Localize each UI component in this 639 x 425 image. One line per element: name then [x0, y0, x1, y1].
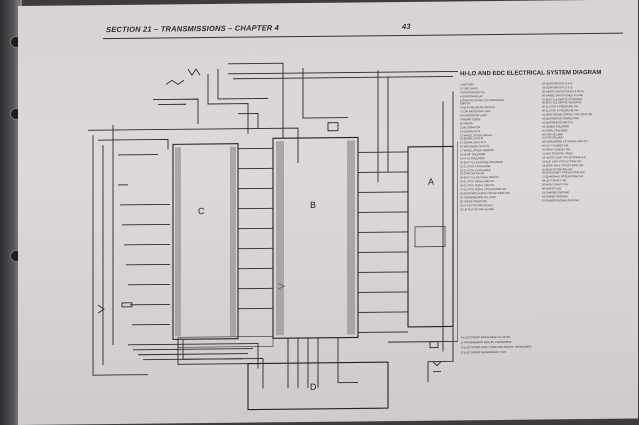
block-label-b: B [310, 200, 316, 210]
legend: HI-LO AND EDC ELECTRICAL SYSTEM DIAGRAM … [460, 70, 630, 332]
block-d-outline [247, 361, 389, 411]
block-label-d: D [310, 382, 317, 392]
block-a-outline [407, 145, 454, 328]
legend-column-2: 33 GEAR SWITCH (2-4-6)34 GEAR SWITCH (1-… [542, 82, 630, 204]
wiring-diagram: C B A D [88, 62, 458, 411]
block-c-outline [172, 143, 239, 340]
diagram-title: HI-LO AND EDC ELECTRICAL SYSTEM DIAGRAM [460, 69, 602, 78]
legend-item: 32 LO CLUTCH SW (LEVER) [460, 207, 495, 211]
unit-legend: A ELECTRONIC INSTRUMENT CLUSTER B TRANSM… [461, 334, 611, 356]
manual-page: SECTION 21 – TRANSMISSIONS – CHAPTER 4 4… [18, 0, 638, 425]
block-b-outline [272, 136, 359, 339]
unit-legend-item: D ELECTRONIC MANAGEMENT UNIT [461, 350, 507, 355]
legend-item: 63 SENSOR SIGNAL GROUND [542, 198, 579, 203]
block-label-a: A [428, 177, 434, 187]
section-title: SECTION 21 – TRANSMISSIONS – CHAPTER 4 [106, 23, 280, 35]
block-label-c: C [198, 206, 205, 216]
page-number: 43 [402, 21, 411, 31]
